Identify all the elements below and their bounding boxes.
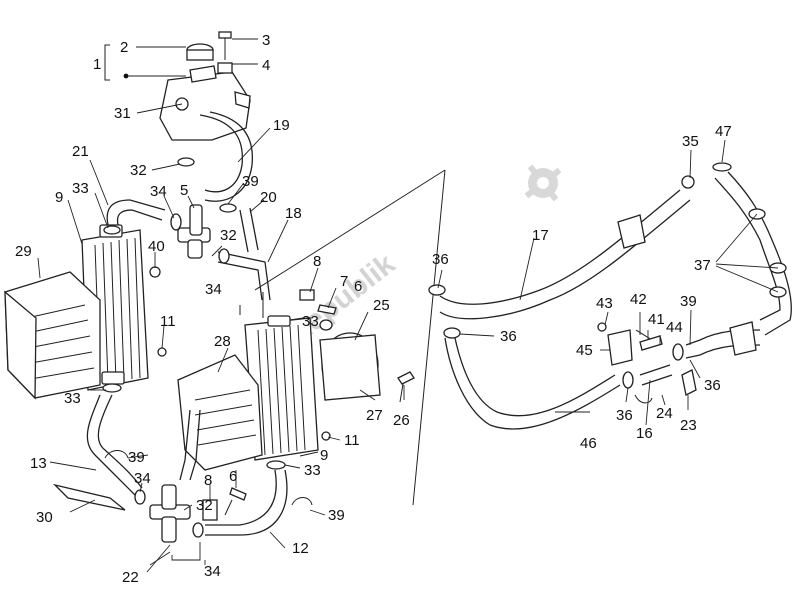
protection-sheet — [52, 483, 126, 511]
cooling-fan — [319, 332, 381, 401]
callout-31: 31 — [114, 105, 131, 122]
right-radiator — [244, 315, 319, 461]
callout-8-top: 8 — [313, 253, 321, 270]
callout-34-top: 34 — [150, 183, 167, 200]
group-frame-lines — [104, 44, 446, 506]
callout-34-mid: 34 — [205, 281, 222, 298]
callout-40: 40 — [148, 238, 165, 255]
t-connector-lower — [149, 484, 191, 543]
left-cover-grille — [4, 271, 101, 400]
callout-8-bottom: 8 — [204, 472, 212, 489]
callout-32-bottom: 32 — [196, 497, 213, 514]
callout-9-right: 9 — [320, 447, 328, 464]
callout-32-mid: 32 — [220, 227, 237, 244]
callout-39-top: 39 — [242, 173, 259, 190]
callout-35: 35 — [682, 133, 699, 150]
callout-34-bottom: 34 — [204, 563, 221, 580]
callout-36-top: 36 — [432, 251, 449, 268]
hoses-right — [428, 162, 792, 430]
callout-12: 12 — [292, 540, 309, 557]
bolts-brackets — [149, 266, 415, 521]
callout-17: 17 — [532, 227, 549, 244]
callout-4: 4 — [262, 57, 270, 74]
callout-42: 42 — [630, 291, 647, 308]
callout-43: 43 — [596, 295, 613, 312]
callout-36-low: 36 — [616, 407, 633, 424]
callout-13: 13 — [30, 455, 47, 472]
callout-18: 18 — [285, 205, 302, 222]
callout-16: 16 — [636, 425, 653, 442]
callout-47: 47 — [715, 123, 732, 140]
callout-26: 26 — [393, 412, 410, 429]
callout-9-left: 9 — [55, 189, 63, 206]
callout-33-top: 33 — [72, 180, 89, 197]
callout-23: 23 — [680, 417, 697, 434]
right-cover-grille — [177, 354, 263, 471]
callout-37: 37 — [694, 257, 711, 274]
callout-21: 21 — [72, 143, 89, 160]
callout-7: 7 — [340, 273, 348, 290]
callout-24: 24 — [656, 405, 673, 422]
hoses-left — [86, 111, 288, 536]
callout-44: 44 — [666, 319, 683, 336]
callout-11-left: 11 — [160, 313, 176, 330]
callout-30: 30 — [36, 509, 53, 526]
callout-29: 29 — [15, 243, 32, 260]
gear-icon — [524, 164, 562, 202]
callout-6-top: 6 — [354, 278, 362, 295]
callout-28: 28 — [214, 333, 231, 350]
callout-5: 5 — [180, 182, 188, 199]
callout-25: 25 — [373, 297, 390, 314]
callout-3: 3 — [262, 32, 270, 49]
callout-6-bottom: 6 — [229, 468, 237, 485]
callout-34-bottom-left: 34 — [134, 470, 151, 487]
callout-11-right: 11 — [344, 432, 360, 449]
callout-1: 1 — [93, 56, 101, 73]
callout-33-mid: 33 — [302, 313, 319, 330]
callout-27: 27 — [366, 407, 383, 424]
callout-36-right: 36 — [704, 377, 721, 394]
expansion-tank — [159, 31, 251, 141]
callout-33-left: 33 — [64, 390, 81, 407]
leader-lines — [37, 38, 779, 573]
callout-36-mid: 36 — [500, 328, 517, 345]
callout-22: 22 — [122, 569, 139, 586]
callout-41: 41 — [648, 311, 665, 328]
callout-45: 45 — [576, 342, 593, 359]
callout-39-left: 39 — [128, 449, 145, 466]
callout-33-bottom: 33 — [304, 462, 321, 479]
callout-32-top: 32 — [130, 162, 147, 179]
callout-20: 20 — [260, 189, 277, 206]
callout-labels: 1 2 3 4 31 19 21 32 39 5 33 34 20 9 18 3… — [15, 32, 732, 586]
callout-39-right: 39 — [680, 293, 697, 310]
t-connector-upper — [177, 204, 211, 259]
callout-19: 19 — [273, 117, 290, 134]
callout-2: 2 — [120, 39, 128, 56]
callout-39-bottom: 39 — [328, 507, 345, 524]
callout-46: 46 — [580, 435, 597, 452]
